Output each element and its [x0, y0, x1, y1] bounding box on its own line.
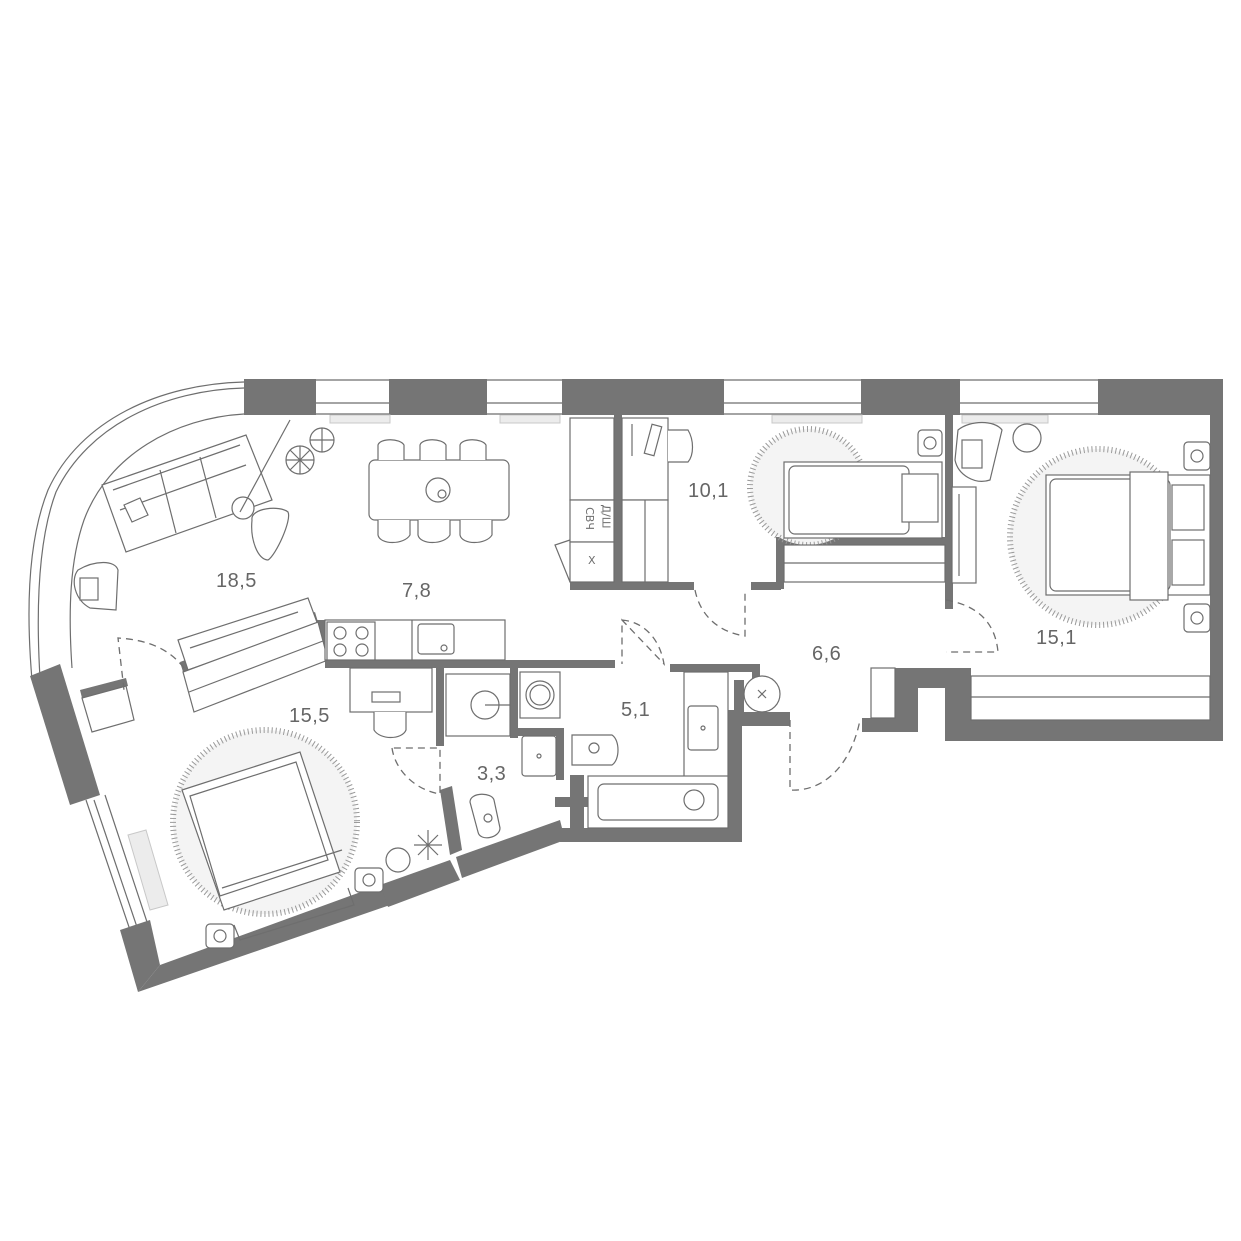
nightstand-icon: [917, 429, 943, 457]
door-entrance: [789, 719, 861, 791]
room-area-bedroom-left: 15,5: [289, 705, 330, 727]
bath-fixtures: [571, 671, 729, 829]
armchair-icon: [73, 561, 119, 611]
bookshelf-icon: [783, 544, 946, 583]
desk-icon: [349, 667, 433, 739]
door-bedroom-small: [694, 589, 746, 637]
wardrobe-icon: [81, 621, 329, 733]
door-master: [945, 599, 999, 653]
room-area-hallway: 6,6: [812, 643, 842, 665]
plant-icon: [385, 830, 442, 873]
side-table-icon: [1012, 423, 1042, 453]
wardrobe-icon: [970, 675, 1211, 721]
door-bedroom-left: [117, 637, 185, 691]
wc-fixtures: [469, 735, 557, 839]
door-wc: [391, 747, 441, 795]
walls: [30, 379, 1223, 992]
plant-icon: [285, 427, 335, 475]
door-bathroom: [621, 618, 665, 666]
fridge-label: Х: [588, 554, 596, 567]
bed-left-icon: [181, 751, 355, 941]
curtains: [127, 414, 1049, 911]
room-area-living: 18,5: [216, 570, 257, 592]
room-area-wc: 3,3: [477, 763, 507, 785]
kitchen-column: [554, 417, 615, 583]
sofa-icon: [101, 419, 291, 553]
nightstand-icon: [205, 867, 384, 949]
doors: [117, 589, 999, 795]
dresser-icon: [951, 486, 977, 584]
bed-master-icon: [1045, 471, 1211, 601]
desk-icon: [621, 417, 694, 501]
room-area-kitchen: 7,8: [402, 580, 432, 602]
armchair-icon: [954, 421, 1003, 482]
microwave-label: СВЧ: [582, 507, 596, 530]
round-table-icon: [743, 675, 781, 713]
curved-window-wall: [28, 381, 245, 931]
shoe-cabinet-icon: [870, 667, 896, 719]
dishwasher-label: Д/Ш: [599, 504, 613, 529]
wardrobe-icon: [621, 499, 669, 583]
dining-table-icon: [368, 439, 510, 544]
coffee-table-icon: [251, 507, 290, 561]
laundry-fixtures: [445, 671, 561, 737]
nightstand-icon: [1183, 441, 1211, 633]
bed-small-icon: [783, 461, 943, 539]
room-area-bedroom-small: 10,1: [688, 480, 729, 502]
room-area-bathroom: 5,1: [621, 699, 651, 721]
room-area-bedroom-master: 15,1: [1036, 627, 1077, 649]
kitchen-counter: [324, 619, 506, 661]
